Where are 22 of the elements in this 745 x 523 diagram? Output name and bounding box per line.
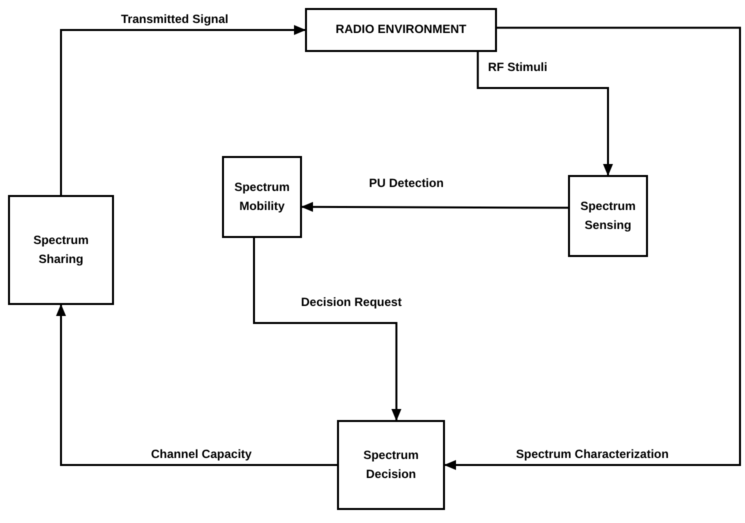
node-label: Spectrum Mobility xyxy=(233,178,291,215)
node-label: Spectrum Sharing xyxy=(32,232,90,268)
process-box xyxy=(305,8,497,52)
arrow xyxy=(60,25,306,195)
arrow xyxy=(56,304,337,466)
node-label: Spectrum Sensing xyxy=(579,198,637,234)
edge-label: Spectrum Characterization xyxy=(515,447,670,461)
arrow xyxy=(301,202,568,212)
process-box xyxy=(8,195,114,305)
edge-label: Decision Request xyxy=(300,295,403,309)
edge-label: PU Detection xyxy=(368,176,445,190)
process-box xyxy=(337,420,445,510)
node-label: RADIO ENVIRONMENT xyxy=(334,21,468,38)
arrow xyxy=(476,52,613,176)
process-box xyxy=(222,156,302,238)
edge-label: RF Stimuli xyxy=(487,60,548,74)
process-box xyxy=(568,175,648,257)
node-label: Spectrum Decision xyxy=(362,446,420,483)
arrow xyxy=(444,26,741,470)
edge-label: Channel Capacity xyxy=(150,447,253,461)
arrow xyxy=(253,238,402,421)
edge-label: Transmitted Signal xyxy=(120,12,230,26)
